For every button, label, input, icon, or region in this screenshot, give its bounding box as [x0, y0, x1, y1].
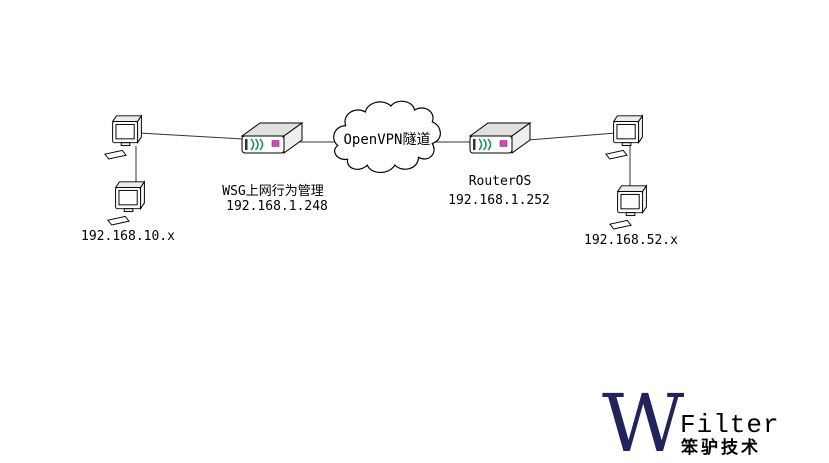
logo-brand-name: Filter — [680, 410, 780, 440]
wfilter-logo: W Filter 笨驴技术 — [600, 384, 815, 463]
computer-icon — [106, 176, 154, 226]
vpn-cloud-label: OpenVPN隧道 — [343, 132, 431, 148]
wsg-ip-label: 192.168.1.248 — [226, 199, 328, 214]
wsg-router-icon — [234, 116, 306, 168]
routeros-ip-label: 192.168.1.252 — [448, 193, 550, 208]
routeros-router-icon — [462, 116, 534, 168]
wsg-name-label: WSG上网行为管理 — [222, 184, 324, 199]
computer-icon — [103, 110, 151, 160]
computer-icon — [604, 110, 652, 160]
logo-subtitle: 笨驴技术 — [681, 438, 761, 458]
computer-icon — [608, 180, 656, 230]
link-routeros-to-pc — [527, 132, 617, 141]
link-pc-to-wsg — [138, 132, 244, 140]
logo-w-mark: W — [602, 377, 685, 463]
right-network-label: 192.168.52.x — [584, 233, 678, 248]
left-network-label: 192.168.10.x — [81, 229, 175, 244]
routeros-name-label: RouterOS — [468, 174, 532, 189]
